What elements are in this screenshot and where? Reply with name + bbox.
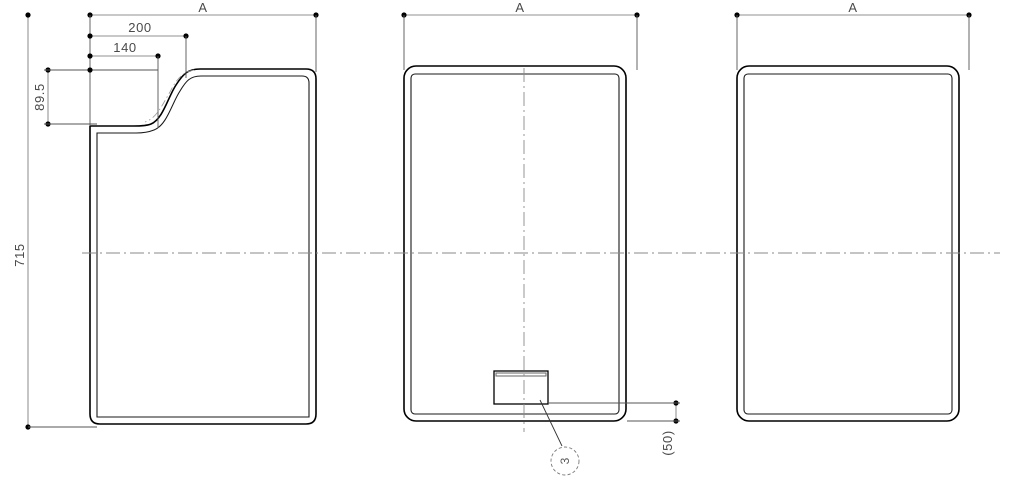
label-50: (50) [660, 430, 675, 456]
view-middle-geometry [403, 65, 627, 422]
balloon-3-circle [550, 446, 580, 476]
middle-view-outer-rect [403, 65, 627, 422]
view-left-dimensions [25, 12, 319, 430]
label-A-middle: A [515, 0, 524, 15]
view-left-geometry [89, 68, 317, 425]
label-89-5: 89.5 [32, 83, 47, 111]
left-view-inner-offset [96, 75, 310, 418]
left-view-outer-profile [89, 68, 317, 425]
dim-dot [734, 12, 740, 18]
balloon-leader-line [539, 399, 563, 447]
left-view-construction-arc [144, 69, 195, 123]
dim-dot [87, 12, 93, 18]
dim-dot [87, 33, 93, 39]
dim-dot [401, 12, 407, 18]
balloon-3-label: 3 [558, 457, 572, 464]
middle-view-inner-rect [410, 73, 620, 415]
dim-dot [87, 67, 93, 73]
view-middle-dimensions [401, 12, 680, 476]
dim-dot [313, 12, 319, 18]
dim-dot [966, 12, 972, 18]
view-right-geometry [736, 65, 960, 422]
right-view-outer-rect [736, 65, 960, 422]
label-A-left: A [198, 0, 207, 15]
dim-dot [87, 53, 93, 59]
dim-dot [634, 12, 640, 18]
right-view-inner-rect [743, 73, 953, 415]
view-right-dimensions [734, 12, 972, 70]
label-200: 200 [128, 20, 152, 35]
label-715: 715 [12, 243, 27, 267]
dim-dot [25, 12, 31, 18]
middle-view-detail-feature-inner [495, 372, 547, 377]
label-A-right: A [848, 0, 857, 15]
label-140: 140 [113, 40, 137, 55]
